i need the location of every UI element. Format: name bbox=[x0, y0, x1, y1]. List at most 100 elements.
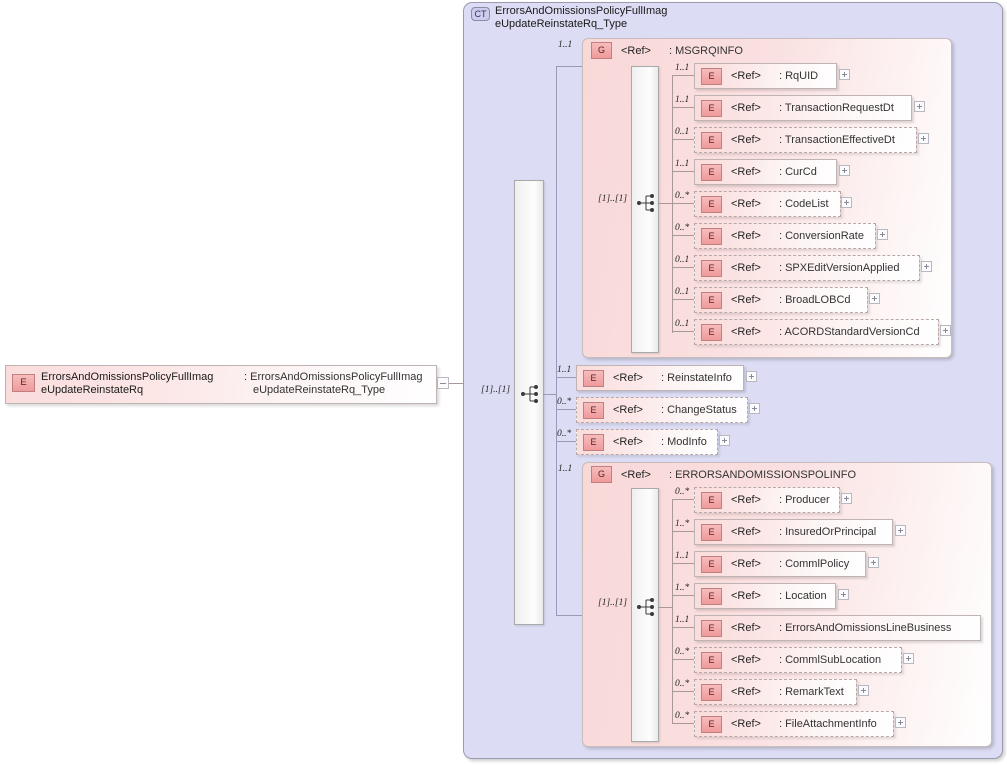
group-name-errorsandomissionspolinfo: : ERRORSANDOMISSIONSPOLINFO bbox=[668, 468, 856, 481]
element-type-tag: E bbox=[701, 651, 722, 669]
root-element-node[interactable]: E ErrorsAndOmissionsPolicyFullImag eUpda… bbox=[5, 365, 437, 404]
element-node-changestatus[interactable]: E <Ref> : ChangeStatus bbox=[576, 397, 748, 423]
cardinality-curcd: 1..1 bbox=[675, 159, 690, 169]
element-type-tag: E bbox=[701, 195, 722, 213]
expand-toggle-rquid[interactable] bbox=[839, 69, 850, 80]
element-node-transactioneffectivedt[interactable]: E <Ref> : TransactionEffectiveDt bbox=[694, 127, 917, 153]
sequence-icon-errorsandomissionspolinfo bbox=[637, 598, 654, 616]
element-name-remarktext: : RemarkText bbox=[778, 686, 844, 698]
element-ref-label: <Ref> bbox=[731, 558, 761, 570]
element-ref-label: <Ref> bbox=[613, 372, 643, 384]
element-ref-label: <Ref> bbox=[731, 102, 761, 114]
expand-toggle-curcd[interactable] bbox=[839, 165, 850, 176]
sequence-bar-msgrqinfo bbox=[631, 66, 659, 353]
element-node-remarktext[interactable]: E <Ref> : RemarkText bbox=[694, 679, 857, 705]
group-cardinality-errorsandomissionspolinfo: 1..1 bbox=[558, 464, 573, 474]
expand-toggle-fileattachmentinfo[interactable] bbox=[895, 717, 906, 728]
group-name-msgrqinfo: : MSGRQINFO bbox=[668, 44, 743, 57]
expand-toggle-reinstateinfo[interactable] bbox=[746, 371, 757, 382]
expand-toggle-transactioneffectivedt[interactable] bbox=[918, 133, 929, 144]
element-ref-label: <Ref> bbox=[731, 654, 761, 666]
expand-toggle-transactionrequestdt[interactable] bbox=[914, 101, 925, 112]
sequence-bar-errorsandomissionspolinfo bbox=[631, 488, 659, 742]
expand-toggle-spxeditversionapplied[interactable] bbox=[921, 261, 932, 272]
element-node-curcd[interactable]: E <Ref> : CurCd bbox=[694, 159, 837, 185]
element-node-commlpolicy[interactable]: E <Ref> : CommlPolicy bbox=[694, 551, 866, 577]
child-line bbox=[672, 499, 694, 500]
element-ref-label: <Ref> bbox=[731, 590, 761, 602]
seq-out-msgrqinfo bbox=[658, 203, 672, 204]
child-line bbox=[672, 235, 694, 236]
element-ref-label: <Ref> bbox=[731, 166, 761, 178]
expand-toggle-changestatus[interactable] bbox=[749, 403, 760, 414]
branch-line-msgrqinfo bbox=[556, 66, 582, 67]
expand-toggle-broadlobcd[interactable] bbox=[869, 293, 880, 304]
expand-toggle-conversionrate[interactable] bbox=[877, 229, 888, 240]
root-trunk-line bbox=[556, 66, 557, 615]
expand-toggle-acordstandardversioncd[interactable] bbox=[940, 325, 951, 336]
element-node-acordstandardversioncd[interactable]: E <Ref> : ACORDStandardVersionCd bbox=[694, 319, 939, 345]
child-line bbox=[672, 75, 694, 76]
child-line bbox=[672, 171, 694, 172]
element-ref-label: <Ref> bbox=[731, 294, 761, 306]
expand-toggle-modinfo[interactable] bbox=[719, 435, 730, 446]
element-node-reinstateinfo[interactable]: E <Ref> : ReinstateInfo bbox=[576, 365, 744, 391]
expand-toggle-codelist[interactable] bbox=[841, 197, 852, 208]
child-line bbox=[672, 691, 694, 692]
cardinality-transactioneffectivedt: 0..1 bbox=[675, 127, 690, 137]
element-node-commlsublocation[interactable]: E <Ref> : CommlSubLocation bbox=[694, 647, 902, 673]
element-type-tag: E bbox=[583, 369, 604, 387]
element-node-broadlobcd[interactable]: E <Ref> : BroadLOBCd bbox=[694, 287, 868, 313]
element-ref-label: <Ref> bbox=[731, 526, 761, 538]
element-node-producer[interactable]: E <Ref> : Producer bbox=[694, 487, 840, 513]
expand-toggle-commlpolicy[interactable] bbox=[868, 557, 879, 568]
root-collapse-toggle[interactable] bbox=[437, 377, 449, 389]
cardinality-producer: 0..* bbox=[675, 487, 690, 497]
expand-toggle-producer[interactable] bbox=[841, 493, 852, 504]
element-type-tag: E bbox=[583, 433, 604, 451]
element-name-transactioneffectivedt: : TransactionEffectiveDt bbox=[778, 134, 895, 146]
element-ref-label: <Ref> bbox=[731, 718, 761, 730]
element-type-tag: E bbox=[701, 163, 722, 181]
cardinality-fileattachmentinfo: 0..* bbox=[675, 711, 690, 721]
expand-toggle-insuredorprincipal[interactable] bbox=[895, 525, 906, 536]
element-ref-label: <Ref> bbox=[731, 494, 761, 506]
element-name-rquid: : RqUID bbox=[778, 70, 819, 82]
element-type-tag: E bbox=[701, 555, 722, 573]
expand-toggle-location[interactable] bbox=[838, 589, 849, 600]
element-name-conversionrate: : ConversionRate bbox=[778, 230, 864, 242]
cardinality-location: 1..* bbox=[675, 583, 690, 593]
cardinality-transactionrequestdt: 1..1 bbox=[675, 95, 690, 105]
group-header-msgrqinfo[interactable]: G <Ref> : MSGRQINFO bbox=[591, 42, 743, 59]
group-ref-label: <Ref> bbox=[621, 468, 651, 481]
element-node-rquid[interactable]: E <Ref> : RqUID bbox=[694, 63, 837, 89]
complex-type-tag: CT bbox=[471, 7, 490, 21]
element-node-insuredorprincipal[interactable]: E <Ref> : InsuredOrPrincipal bbox=[694, 519, 893, 545]
element-node-location[interactable]: E <Ref> : Location bbox=[694, 583, 836, 609]
element-name-spxeditversionapplied: : SPXEditVersionApplied bbox=[778, 262, 900, 274]
element-node-spxeditversionapplied[interactable]: E <Ref> : SPXEditVersionApplied bbox=[694, 255, 920, 281]
element-type-tag: E bbox=[701, 683, 722, 701]
group-type-tag: G bbox=[591, 466, 612, 483]
child-line bbox=[672, 331, 694, 332]
group-header-errorsandomissionspolinfo[interactable]: G <Ref> : ERRORSANDOMISSIONSPOLINFO bbox=[591, 466, 856, 483]
element-type-tag: E bbox=[701, 523, 722, 541]
element-name-acordstandardversioncd: : ACORDStandardVersionCd bbox=[778, 326, 920, 338]
cardinality-remarktext: 0..* bbox=[675, 679, 690, 689]
element-node-codelist[interactable]: E <Ref> : CodeList bbox=[694, 191, 841, 217]
expand-toggle-remarktext[interactable] bbox=[858, 685, 869, 696]
element-type-tag: E bbox=[701, 259, 722, 277]
element-node-fileattachmentinfo[interactable]: E <Ref> : FileAttachmentInfo bbox=[694, 711, 894, 737]
element-ref-label: <Ref> bbox=[613, 404, 643, 416]
element-ref-label: <Ref> bbox=[731, 134, 761, 146]
element-node-modinfo[interactable]: E <Ref> : ModInfo bbox=[576, 429, 718, 455]
child-line bbox=[672, 203, 694, 204]
expand-toggle-commlsublocation[interactable] bbox=[903, 653, 914, 664]
child-line bbox=[672, 627, 694, 628]
element-node-errorsandomissionslinebusiness[interactable]: E <Ref> : ErrorsAndOmissionsLineBusiness bbox=[694, 615, 981, 641]
element-node-conversionrate[interactable]: E <Ref> : ConversionRate bbox=[694, 223, 876, 249]
cardinality-commlsublocation: 0..* bbox=[675, 647, 690, 657]
cardinality-broadlobcd: 0..1 bbox=[675, 287, 690, 297]
element-node-transactionrequestdt[interactable]: E <Ref> : TransactionRequestDt bbox=[694, 95, 912, 121]
element-ref-label: <Ref> bbox=[731, 326, 761, 338]
